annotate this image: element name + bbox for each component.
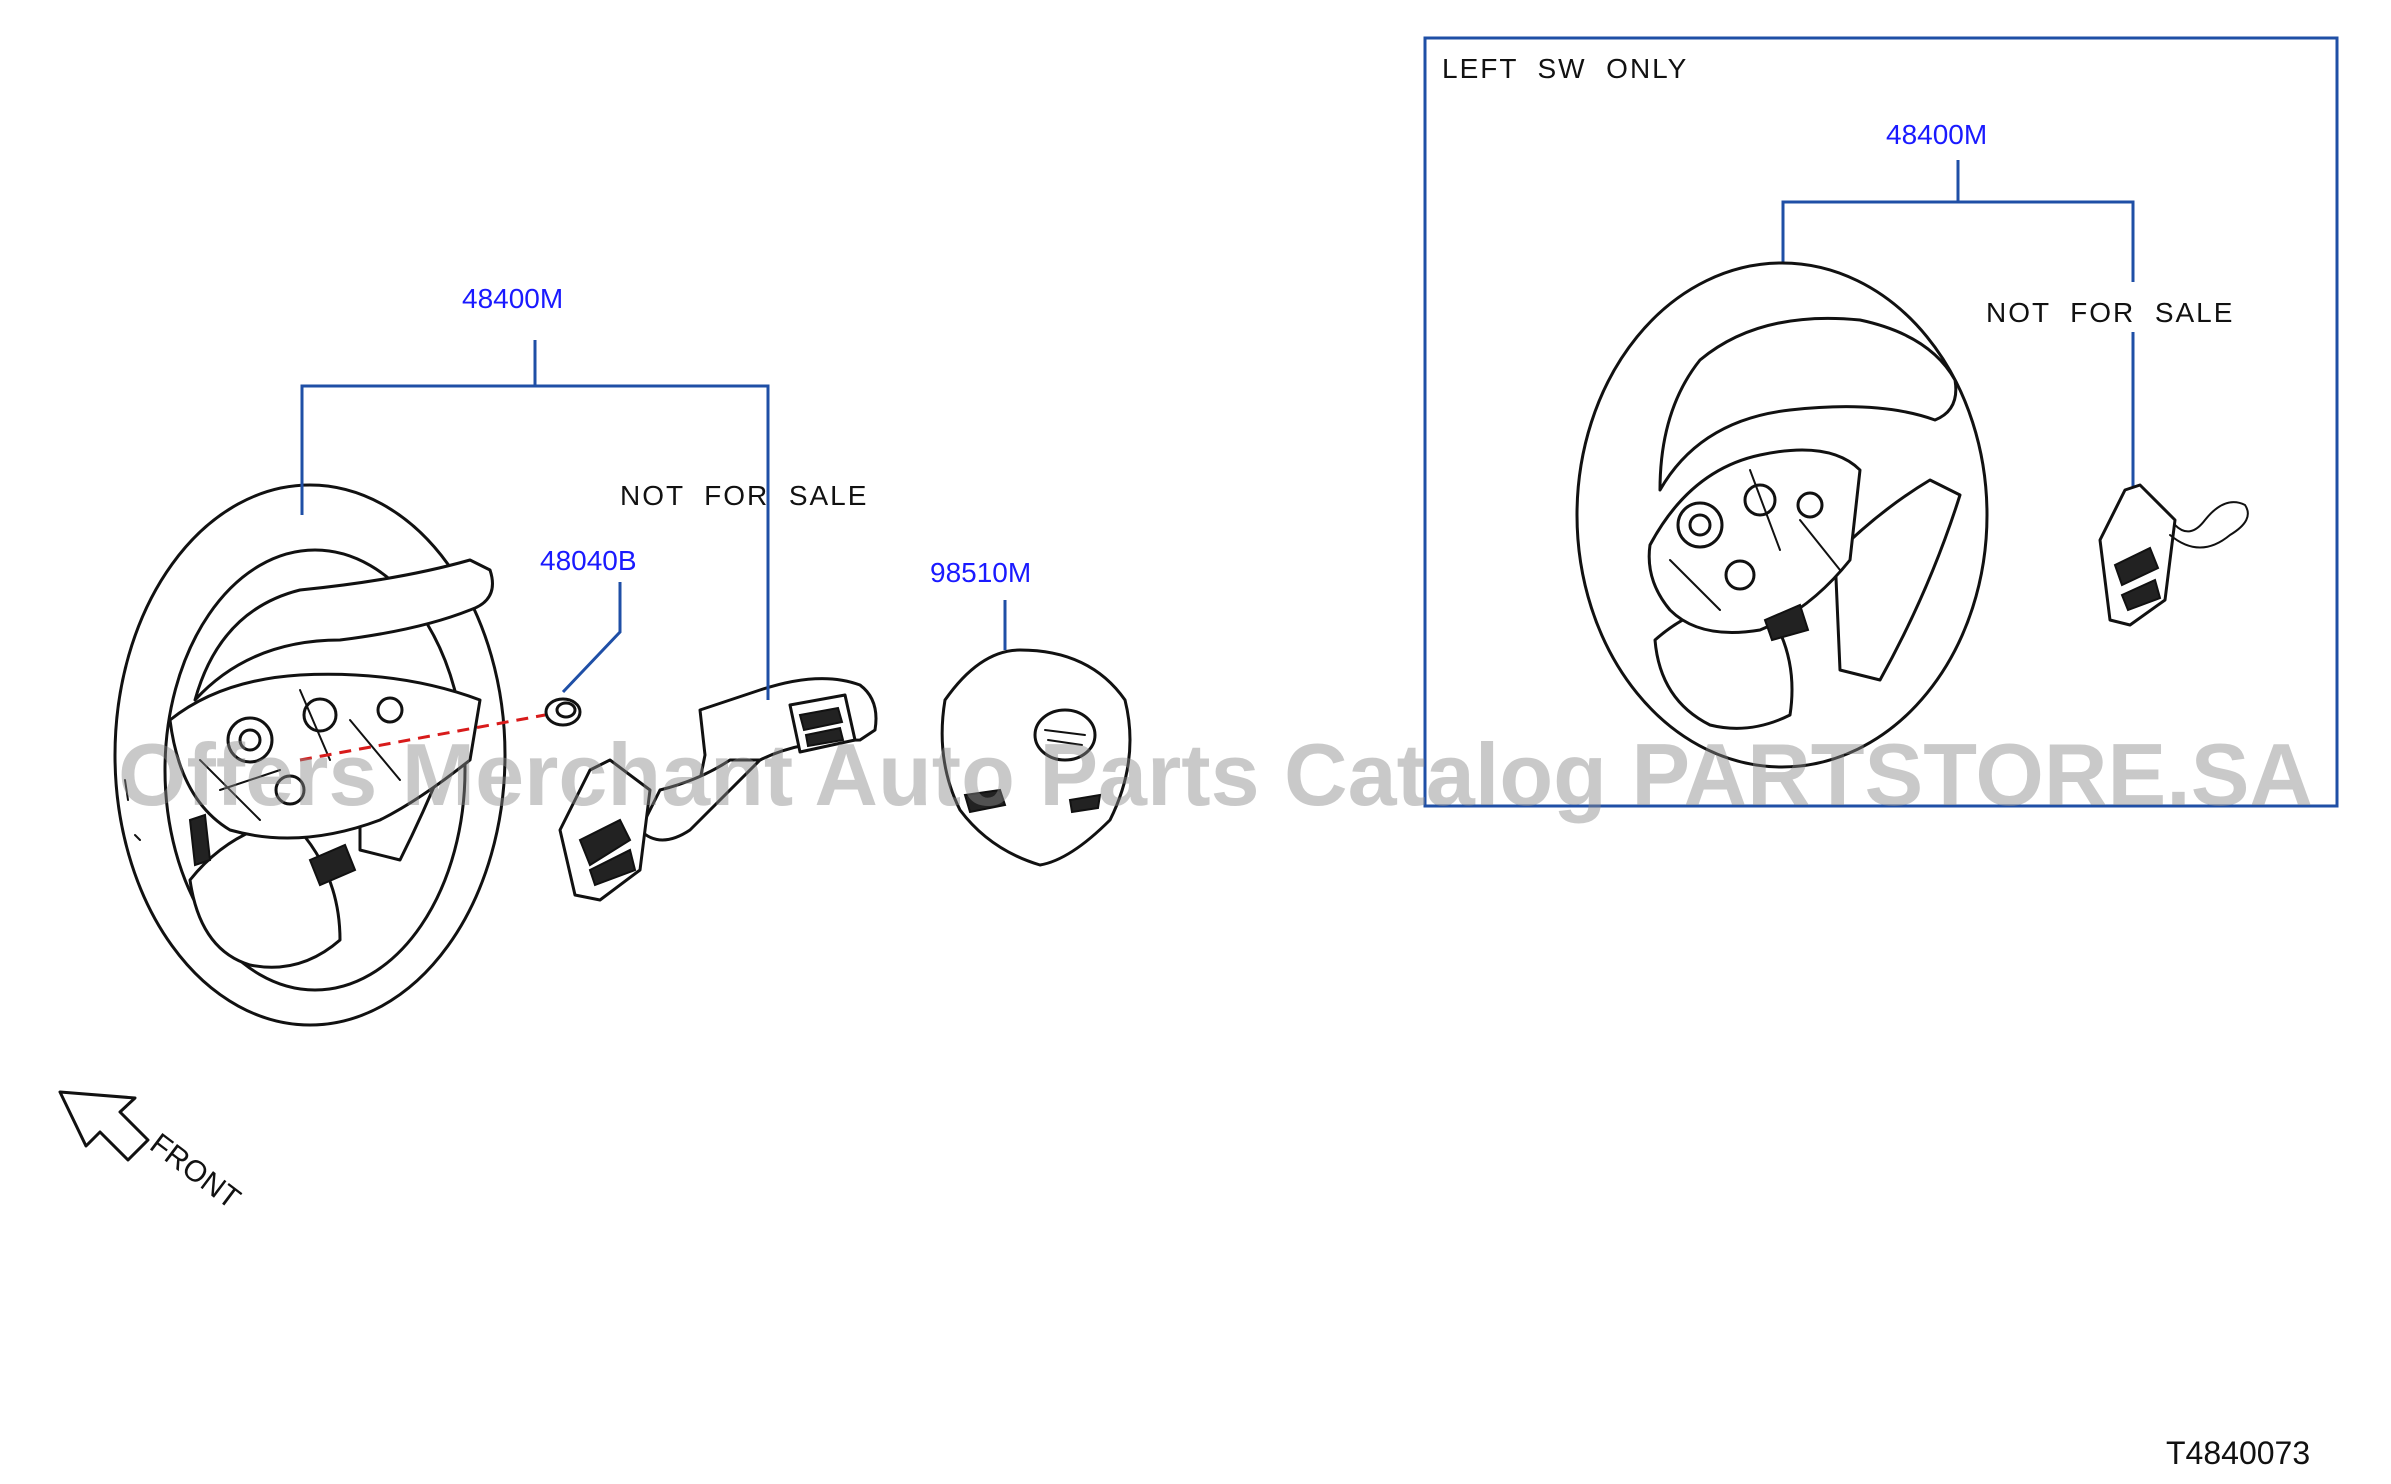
inset-title: LEFT SW ONLY — [1442, 53, 1688, 84]
watermark-text: Offers Merchant Auto Parts Catalog PARTS… — [118, 725, 2313, 824]
not-for-sale-note: NOT FOR SALE — [620, 480, 868, 511]
steering-switch-illustration — [558, 677, 878, 902]
front-direction-arrow: FRONT — [58, 1090, 246, 1216]
inset-part-label-steering-wheel[interactable]: 48400M — [1886, 119, 1987, 150]
inset-not-for-sale-note: NOT FOR SALE — [1986, 297, 2234, 328]
part-label-nut[interactable]: 48040B — [540, 545, 637, 576]
inset-wheel-hub-mechanism — [1647, 448, 1862, 642]
part-label-steering-wheel[interactable]: 48400M — [462, 283, 563, 314]
airbag-module-illustration — [940, 648, 1132, 867]
nut-illustration — [544, 697, 582, 727]
part-label-airbag[interactable]: 98510M — [930, 557, 1031, 588]
main-leader-lines — [300, 340, 1007, 700]
assembly-dashed-line — [299, 713, 546, 762]
inset-steering-switch-illustration — [2098, 483, 2249, 627]
inset-steering-wheel-illustration — [1575, 261, 1989, 769]
front-label: FRONT — [144, 1127, 246, 1216]
diagram-id: T4840073 — [2166, 1435, 2310, 1471]
left-sw-only-inset: LEFT SW ONLY 48400M NOT FOR SALE — [1423, 36, 2339, 808]
